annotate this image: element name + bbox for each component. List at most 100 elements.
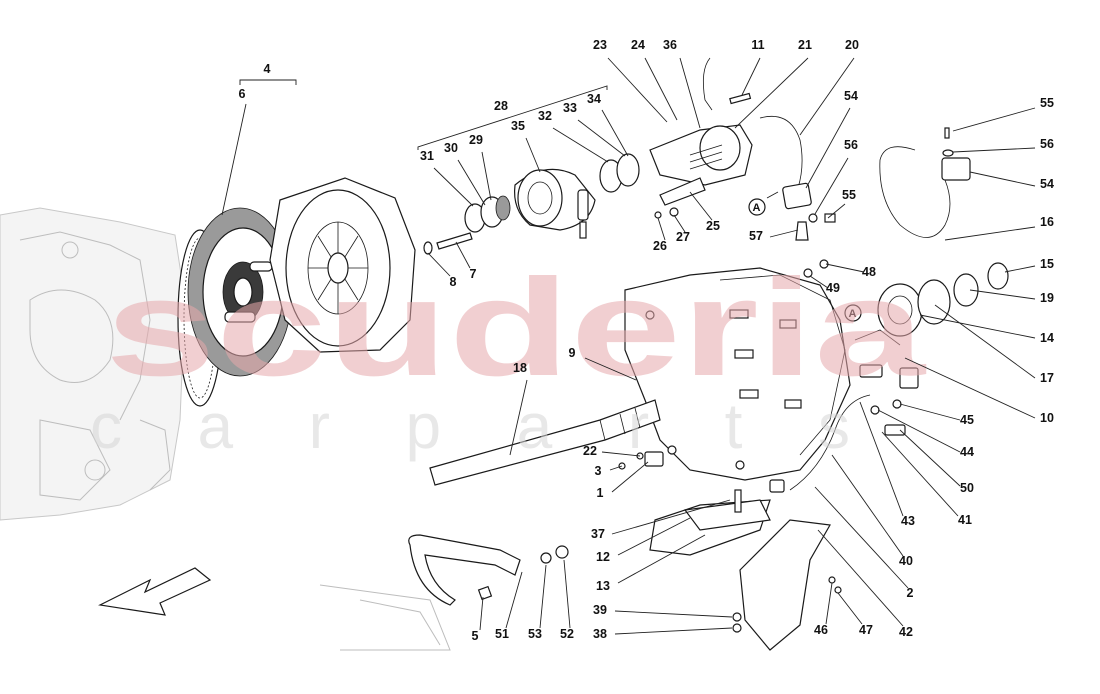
leader-line-24 <box>644 57 678 121</box>
callout-31: 31 <box>420 149 434 163</box>
callout-35: 35 <box>511 119 525 133</box>
pressure-plate <box>269 177 416 353</box>
callout-2: 2 <box>907 586 914 600</box>
leader-line-44 <box>877 409 961 453</box>
callout-47: 47 <box>859 623 873 637</box>
leader-line-7 <box>455 241 471 269</box>
callout-12: 12 <box>596 550 610 564</box>
leader-line-52 <box>563 559 571 629</box>
callout-8: 8 <box>450 275 457 289</box>
leader-line-26 <box>657 217 666 241</box>
callout-44: 44 <box>960 445 974 459</box>
leader-line-54 <box>805 107 851 189</box>
callout-7: 7 <box>470 267 477 281</box>
leader-line-18 <box>509 379 528 456</box>
gearbox-housing <box>624 267 901 481</box>
leader-line-56 <box>952 147 1036 153</box>
callout-18: 18 <box>513 361 527 375</box>
callout-46: 46 <box>814 623 828 637</box>
leader-line-2 <box>814 486 909 589</box>
leader-line-51 <box>505 571 523 629</box>
callout-55: 55 <box>842 188 856 202</box>
leader-line-31 <box>433 167 474 207</box>
leader-line-5 <box>479 596 484 631</box>
callout-15: 15 <box>1040 257 1054 271</box>
callout-22: 22 <box>583 444 597 458</box>
callout-20: 20 <box>845 38 859 52</box>
leader-line-16 <box>944 226 1036 241</box>
callout-34: 34 <box>587 92 601 106</box>
slave-cylinder <box>649 57 753 186</box>
leader-line-41 <box>881 431 959 517</box>
bearing-stack <box>877 262 1009 337</box>
leader-line-48 <box>825 263 865 273</box>
callout-39: 39 <box>593 603 607 617</box>
leader-line-6 <box>221 103 247 216</box>
leader-line-22 <box>601 451 641 457</box>
callout-36: 36 <box>663 38 677 52</box>
leader-line-32 <box>552 127 609 163</box>
leader-line-46 <box>825 582 833 625</box>
callout-53: 53 <box>528 627 542 641</box>
callout-29: 29 <box>469 133 483 147</box>
leader-line-53 <box>539 564 547 629</box>
leader-line-42 <box>817 529 904 627</box>
callout-41: 41 <box>958 513 972 527</box>
leader-line-11 <box>741 57 761 96</box>
svg-text:c a r p a r t s: c a r p a r t s <box>90 390 850 462</box>
leader-lines <box>221 57 1036 635</box>
leader-line-21 <box>734 57 809 129</box>
callout-25: 25 <box>706 219 720 233</box>
callout-42: 42 <box>899 625 913 639</box>
callout-30: 30 <box>444 141 458 155</box>
svg-text:A: A <box>849 308 857 320</box>
leader-line-15 <box>1004 265 1036 273</box>
callout-26: 26 <box>653 239 667 253</box>
callout-49: 49 <box>826 281 840 295</box>
leader-line-10 <box>904 357 1036 419</box>
leader-line-12 <box>617 517 691 556</box>
callout-43: 43 <box>901 514 915 528</box>
callout-16: 16 <box>1040 215 1054 229</box>
leader-line-33 <box>577 119 626 157</box>
callout-52: 52 <box>560 627 574 641</box>
bolt-and-washer <box>423 232 473 255</box>
svg-text:A: A <box>753 202 761 214</box>
reference-marker-a: A A <box>748 191 862 322</box>
callout-40: 40 <box>899 554 913 568</box>
leader-line-38 <box>614 627 733 635</box>
callout-57: 57 <box>749 229 763 243</box>
leader-line-20 <box>799 57 855 136</box>
leader-line-19 <box>969 289 1036 300</box>
leader-line-39 <box>614 610 733 618</box>
leader-line-30 <box>457 159 486 206</box>
leader-line-55 <box>952 107 1036 132</box>
clutch-disc <box>187 207 293 377</box>
callout-10: 10 <box>1040 411 1054 425</box>
callout-32: 32 <box>538 109 552 123</box>
leader-line-35 <box>525 137 541 173</box>
leader-line-27 <box>673 214 686 233</box>
leader-line-25 <box>689 191 713 221</box>
leader-line-45 <box>899 403 961 421</box>
leader-line-54 <box>969 171 1036 187</box>
callout-21: 21 <box>798 38 812 52</box>
cable-harness <box>769 259 919 493</box>
group-4-bracket <box>239 79 297 85</box>
oil-pipe <box>408 534 569 606</box>
svg-text:scuderia: scuderia <box>105 251 927 405</box>
callout-6: 6 <box>239 87 246 101</box>
callout-48: 48 <box>862 265 876 279</box>
leader-line-14 <box>919 314 1036 339</box>
leader-line-17 <box>934 304 1036 379</box>
input-shaft <box>429 399 661 486</box>
leader-line-23 <box>607 57 668 123</box>
callout-56: 56 <box>1040 137 1054 151</box>
callout-14: 14 <box>1040 331 1054 345</box>
leader-line-9 <box>584 357 637 381</box>
leader-line-3 <box>609 465 623 471</box>
callout-50: 50 <box>960 481 974 495</box>
callout-11: 11 <box>751 38 764 52</box>
